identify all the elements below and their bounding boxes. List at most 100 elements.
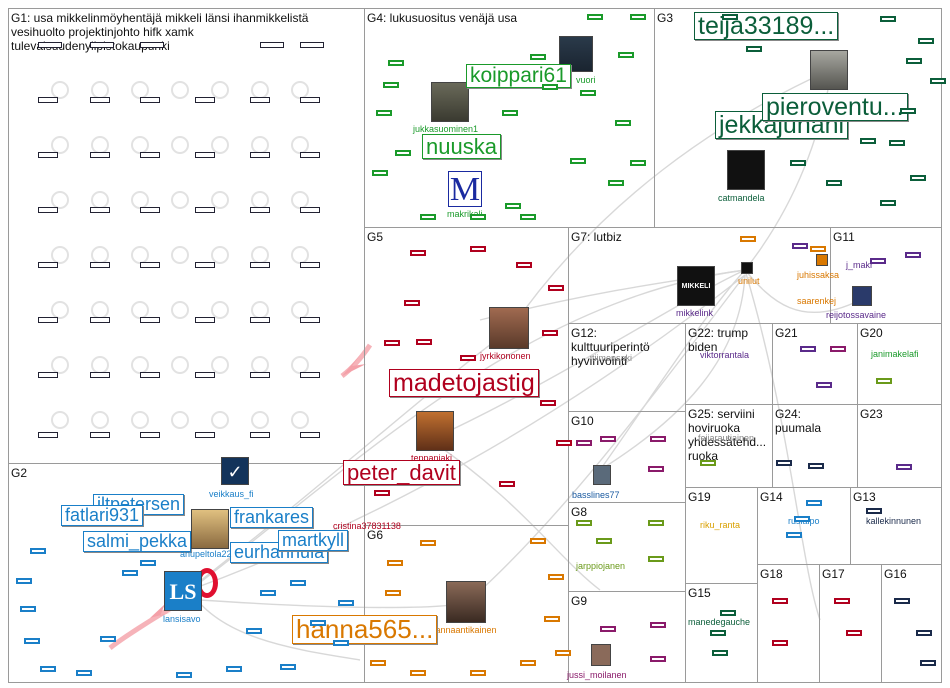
g1-vertex-marker[interactable] [38,317,58,323]
vertex-marker[interactable] [880,16,896,22]
vertex-marker[interactable] [548,574,564,580]
vertex-marker[interactable] [772,640,788,646]
vertex-marker[interactable] [410,250,426,256]
vertex-marker[interactable] [870,258,886,264]
sannaantikainen-avatar[interactable] [446,581,486,623]
vertex-marker[interactable] [540,400,556,406]
vertex-marker[interactable] [880,200,896,206]
madetojastig-label[interactable]: madetojastig [389,369,539,398]
vertex-marker[interactable] [596,538,612,544]
vertex-marker[interactable] [140,560,156,566]
g1-vertex-marker[interactable] [140,97,160,103]
fatlari931-label[interactable]: fatlari931 [61,505,144,526]
vertex-marker[interactable] [808,463,824,469]
vertex-marker[interactable] [544,616,560,622]
vertex-marker[interactable] [846,630,862,636]
catmandela-avatar[interactable] [727,150,765,190]
martkyll-label[interactable]: martkyll [278,530,348,551]
vertex-marker[interactable] [395,150,411,156]
jukkasuominen1-avatar[interactable] [431,82,469,122]
vertex-marker[interactable] [587,14,603,20]
g1-vertex-marker[interactable] [90,152,110,158]
g1-vertex-marker[interactable] [140,42,164,48]
vertex-marker[interactable] [792,243,808,249]
jussi-moilanen-avatar[interactable] [591,644,611,666]
g1-vertex-marker[interactable] [38,207,58,213]
basslines77-avatar[interactable] [593,465,611,485]
g1-vertex-marker[interactable] [38,42,62,48]
vertex-marker[interactable] [866,508,882,514]
g1-vertex-marker[interactable] [140,152,160,158]
g1-vertex-marker[interactable] [38,97,58,103]
vertex-marker[interactable] [712,650,728,656]
g1-vertex-marker[interactable] [140,317,160,323]
vertex-marker[interactable] [630,160,646,166]
vertex-marker[interactable] [370,660,386,666]
vertex-marker[interactable] [122,570,138,576]
g1-vertex-marker[interactable] [250,262,270,268]
g1-vertex-marker[interactable] [300,152,320,158]
vertex-marker[interactable] [470,246,486,252]
g1-vertex-marker[interactable] [250,317,270,323]
g1-vertex-marker[interactable] [90,372,110,378]
g1-vertex-marker[interactable] [140,372,160,378]
vertex-marker[interactable] [376,110,392,116]
g1-vertex-marker[interactable] [90,42,114,48]
vertex-marker[interactable] [776,460,792,466]
vertex-marker[interactable] [374,490,390,496]
peter-davit-label[interactable]: peter_davit [343,460,460,486]
vertex-marker[interactable] [290,580,306,586]
vertex-marker[interactable] [505,203,521,209]
vertex-marker[interactable] [830,346,846,352]
vertex-marker[interactable] [420,214,436,220]
vertex-marker[interactable] [790,160,806,166]
vertex-marker[interactable] [648,556,664,562]
vertex-marker[interactable] [608,180,624,186]
jyrkikononen-avatar[interactable] [489,307,529,349]
vertex-marker[interactable] [520,660,536,666]
vertex-marker[interactable] [618,52,634,58]
vertex-marker[interactable] [648,520,664,526]
vertex-marker[interactable] [333,640,349,646]
vertex-marker[interactable] [30,548,46,554]
vertex-marker[interactable] [555,650,571,656]
vertex-marker[interactable] [772,598,788,604]
vertex-marker[interactable] [800,346,816,352]
vertex-marker[interactable] [470,670,486,676]
juhissaksa-avatar[interactable] [816,254,828,266]
vertex-marker[interactable] [896,464,912,470]
vertex-marker[interactable] [720,610,736,616]
vertex-marker[interactable] [530,54,546,60]
salmi-pekka-label[interactable]: salmi_pekka [83,531,192,552]
vertex-marker[interactable] [100,636,116,642]
vertex-marker[interactable] [600,626,616,632]
vertex-marker[interactable] [24,638,40,644]
vertex-marker[interactable] [900,108,916,114]
g1-vertex-marker[interactable] [195,262,215,268]
vertex-marker[interactable] [246,628,262,634]
g1-vertex-marker[interactable] [140,207,160,213]
vertex-marker[interactable] [388,60,404,66]
g1-vertex-marker[interactable] [250,152,270,158]
vertex-marker[interactable] [905,252,921,258]
frankares-label[interactable]: frankares [230,507,314,528]
g1-vertex-marker[interactable] [195,207,215,213]
g1-vertex-marker[interactable] [195,152,215,158]
g1-vertex-marker[interactable] [90,262,110,268]
vertex-marker[interactable] [910,175,926,181]
vertex-marker[interactable] [860,138,876,144]
vertex-marker[interactable] [338,600,354,606]
vertex-marker[interactable] [420,540,436,546]
g1-vertex-marker[interactable] [260,42,284,48]
vertex-marker[interactable] [894,598,910,604]
vertex-marker[interactable] [502,110,518,116]
vertex-marker[interactable] [516,262,532,268]
vertex-marker[interactable] [548,285,564,291]
g1-vertex-marker[interactable] [140,432,160,438]
vertex-marker[interactable] [930,78,946,84]
vertex-marker[interactable] [700,460,716,466]
vertex-marker[interactable] [722,14,738,20]
vertex-marker[interactable] [826,180,842,186]
vertex-marker[interactable] [576,520,592,526]
g1-vertex-marker[interactable] [90,432,110,438]
